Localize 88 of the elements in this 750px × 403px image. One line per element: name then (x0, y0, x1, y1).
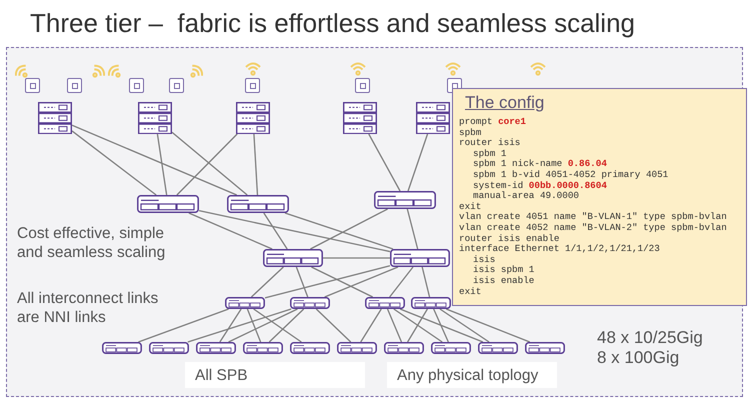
edge-switch (102, 342, 142, 354)
network-link (263, 212, 288, 250)
switch-stack (343, 102, 377, 134)
side-note: All interconnect links are NNI links (17, 289, 160, 327)
slide-title: Three tier – fabric is effortless and seamless scaling (30, 8, 636, 39)
network-link (264, 265, 390, 298)
network-link (219, 308, 242, 342)
code-line: vlan create 4052 name "B-VLAN-2" type spbm-bvlan (459, 222, 728, 234)
network-link (433, 308, 449, 342)
code-line: interface Ethernet 1/1,1/2,1/21,1/23 (459, 244, 661, 255)
switch-stack (236, 102, 270, 134)
code-line: vlan create 4051 name "B-VLAN-1" type spbm-bvlan (459, 212, 728, 223)
edge-switch (149, 342, 189, 354)
spec-text: 48 x 10/25Gig (597, 328, 703, 347)
core-switch (137, 195, 199, 213)
switch-stack (38, 102, 72, 134)
network-link (198, 210, 390, 252)
core-switch (227, 195, 289, 213)
network-link (316, 308, 352, 342)
caption-label: Any physical toplogy (387, 362, 557, 388)
network-link (389, 266, 414, 298)
spec-text: 8 x 100Gig (597, 348, 680, 367)
edge-switch (337, 342, 377, 354)
edge-switch (431, 342, 471, 354)
edge-switch (243, 342, 283, 354)
network-link (228, 308, 298, 343)
code-line: isis spbm 1 (473, 265, 536, 276)
network-link (253, 308, 302, 343)
network-link (360, 308, 382, 342)
code-line: isis enable (473, 276, 536, 286)
code-line: router isis enable (459, 234, 560, 244)
network-link (172, 132, 248, 196)
edge-switch (196, 342, 236, 354)
network-link (72, 124, 237, 196)
code-line: isis (473, 254, 496, 265)
network-link (156, 134, 168, 196)
edge-switch (290, 342, 330, 354)
edge-switch (365, 297, 405, 309)
network-link (268, 308, 304, 342)
side-note: Cost effective, simple and seamless scaling (17, 224, 166, 262)
network-link (393, 308, 443, 343)
edge-switch (478, 342, 518, 354)
network-link (386, 308, 402, 342)
edge-switch (525, 342, 565, 354)
network-link (250, 266, 284, 298)
caption-label: All SPB (185, 362, 365, 388)
edge-switch (290, 297, 330, 309)
code-line: spbm 1 nick-name 0.86.04 (473, 159, 608, 170)
network-link (440, 308, 490, 343)
switch-stack (138, 102, 172, 134)
edge-switch (225, 297, 265, 309)
network-link (422, 266, 430, 298)
network-link (188, 308, 292, 343)
network-link (246, 308, 262, 342)
config-tooltip (452, 88, 747, 306)
network-link (138, 308, 229, 343)
network-link (296, 266, 308, 298)
code-line: exit (459, 202, 482, 212)
network-link (407, 134, 428, 192)
code-line: prompt core1 (459, 117, 527, 128)
network-link (176, 134, 238, 196)
core-switch (374, 191, 436, 209)
code-line: spbm 1 (473, 148, 508, 159)
network-link (324, 266, 398, 298)
code-line: system-id 00bb.0000.8604 (473, 180, 608, 191)
core-switch (263, 249, 323, 267)
panel-heading: The config (465, 93, 546, 113)
code-line: exit (459, 286, 482, 298)
network-link (188, 212, 272, 250)
code-line: manual-area 49.0000 (473, 191, 580, 202)
network-link (311, 266, 374, 298)
network-link (284, 212, 394, 250)
network-link (406, 208, 418, 250)
edge-switch (384, 342, 424, 354)
network-link (407, 308, 428, 342)
code-line: spbm 1 b-vid 4051-4052 primary 4051 (473, 170, 670, 181)
code-line: router isis (459, 138, 522, 149)
code-line: spbm (459, 128, 482, 138)
network-link (72, 130, 157, 196)
network-link (310, 208, 388, 250)
switch-stack (416, 102, 450, 134)
network-link (446, 308, 530, 343)
network-link (323, 257, 390, 259)
network-link (253, 134, 258, 196)
network-link (368, 134, 401, 192)
edge-switch (411, 297, 451, 309)
core-switch (390, 249, 450, 267)
network-link (400, 308, 484, 343)
